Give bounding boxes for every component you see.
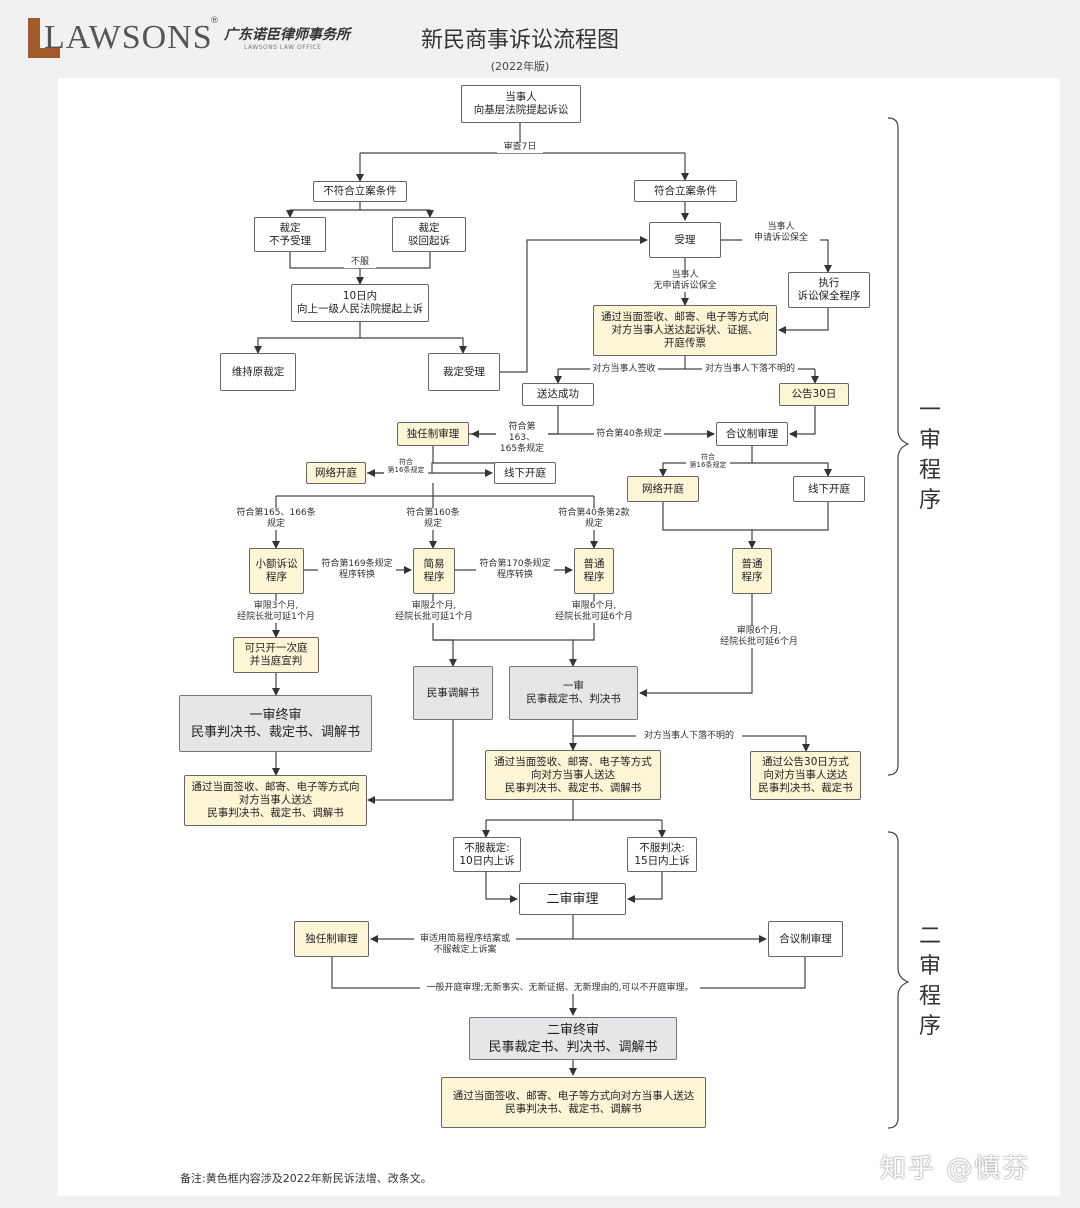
node-ordinary-procedure-right: 普通 程序 xyxy=(732,548,772,594)
label-article-163: 符合第163、 165条规定 xyxy=(496,422,548,455)
label-opponent-unknown-2: 对方当事人下落不明的 xyxy=(636,731,742,742)
node-appeal-10-days: 10日内 向上一级人民法院提起上诉 xyxy=(291,284,429,322)
page-subtitle: (2022年版) xyxy=(490,60,550,73)
node-offline-hearing-right: 线下开庭 xyxy=(793,476,865,502)
logo-english-name: LAWSONS LAW OFFICE xyxy=(244,44,322,51)
paper-background xyxy=(58,78,1060,1196)
node-online-hearing-right: 网络开庭 xyxy=(627,476,699,502)
node-simple-procedure: 简易 程序 xyxy=(413,548,455,594)
node-serve-announcement: 通过公告30日方式 向对方当事人送达 民事判决书、裁定书 xyxy=(750,751,861,800)
node-online-hearing-left: 网络开庭 xyxy=(306,462,366,484)
node-start: 当事人 向基层法院提起诉讼 xyxy=(461,85,581,123)
node-final-second-instance: 二审终审 民事裁定书、判决书、调解书 xyxy=(469,1017,677,1060)
node-dismiss: 裁定 驳回起诉 xyxy=(392,217,466,252)
node-accept: 受理 xyxy=(649,222,721,258)
node-ordinary-procedure-left: 普通 程序 xyxy=(574,548,614,594)
node-serve-final: 通过当面签收、邮寄、电子等方式向对方当事人送达 民事判决书、裁定书、调解书 xyxy=(441,1077,706,1128)
law-firm-logo: LAWSONS ® 广东诺臣律师事务所 LAWSONS LAW OFFICE xyxy=(28,16,358,66)
logo-chinese-name: 广东诺臣律师事务所 xyxy=(224,27,350,43)
node-reject-accept: 裁定 不予受理 xyxy=(254,217,326,252)
node-appeal-ruling: 不服裁定: 10日内上诉 xyxy=(453,837,521,872)
label-article-170: 符合第170条规定 程序转换 xyxy=(476,559,554,581)
label-opponent-signed: 对方当事人签收 xyxy=(590,364,658,375)
label-article-40: 符合第40条规定 xyxy=(594,429,664,440)
node-mediation: 民事调解书 xyxy=(413,666,493,720)
node-qualified: 符合立案条件 xyxy=(634,180,737,202)
node-sole-judge: 独任制审理 xyxy=(397,422,469,446)
node-final-first-instance: 一审终审 民事判决书、裁定书、调解书 xyxy=(179,695,372,752)
watermark: 知乎 @慎芬 xyxy=(880,1154,1031,1184)
label-limit-6-months-left: 审限6个月, 经院长批可延6个月 xyxy=(552,601,636,623)
label-simple-appeal: 审适用简易程序结案或 不服裁定上诉案 xyxy=(414,934,516,956)
node-serve-documents: 通过当面签收、邮寄、电子等方式向 对方当事人送达起诉状、证据、 开庭传票 xyxy=(593,305,777,356)
node-panel: 合议制审理 xyxy=(716,422,788,446)
label-article-160: 符合第160条 规定 xyxy=(402,508,464,530)
label-no-preservation: 当事人 无申请诉讼保全 xyxy=(642,270,728,292)
label-article-165: 符合第165、166条 规定 xyxy=(234,508,318,530)
node-serve-middle: 通过当面签收、邮寄、电子等方式 向对方当事人送达 民事判决书、裁定书、调解书 xyxy=(485,750,661,800)
node-panel-second: 合议制审理 xyxy=(768,921,843,957)
label-opponent-unknown: 对方当事人下落不明的 xyxy=(702,364,798,375)
section-second-instance: 二 审 程 序 xyxy=(918,924,941,1039)
node-order-accept: 裁定受理 xyxy=(428,353,500,391)
node-announce-30-days: 公告30日 xyxy=(779,383,849,406)
node-sole-judge-second: 独任制审理 xyxy=(294,921,369,957)
label-limit-6-months-right: 审限6个月, 经院长批可延6个月 xyxy=(716,626,802,648)
node-served: 送达成功 xyxy=(522,383,594,406)
node-second-trial: 二审审理 xyxy=(519,883,626,915)
logo-mark-base xyxy=(28,48,60,58)
label-limit-3-months: 审限3个月, 经院长批可延1个月 xyxy=(234,601,318,623)
label-article-169: 符合第169条规定 程序转换 xyxy=(318,559,396,581)
node-not-qualified: 不符合立案条件 xyxy=(313,181,407,202)
node-uphold-ruling: 维持原裁定 xyxy=(220,353,296,391)
footer-note: 备注:黄色框内容涉及2022年新民诉法增、改条文。 xyxy=(180,1172,432,1185)
node-preservation: 执行 诉讼保全程序 xyxy=(788,272,870,308)
label-article-40-2: 符合第40条第2款 规定 xyxy=(556,508,632,530)
node-appeal-judgment: 不服判决: 15日内上诉 xyxy=(627,837,697,872)
label-no-hearing: 一般开庭审理;无新事实、无新证据、无新理由的,可以不开庭审理。 xyxy=(420,983,700,994)
node-first-instance: 一审 民事裁定书、判决书 xyxy=(509,666,638,720)
label-article-16-right: 符合 第16条规定 xyxy=(686,453,730,469)
registered-mark: ® xyxy=(210,16,219,26)
node-one-hearing: 可只开一次庭 并当庭宣判 xyxy=(233,637,319,673)
node-serve-left: 通过当面签收、邮寄、电子等方式向 对方当事人送达 民事判决书、裁定书、调解书 xyxy=(184,775,367,826)
label-review-7-days: 审查7日 xyxy=(497,142,543,153)
label-not-accept: 不服 xyxy=(344,257,376,268)
node-small-claims: 小额诉讼 程序 xyxy=(249,548,304,594)
label-article-16-left: 符合 第16条规定 xyxy=(384,458,428,474)
logo-wordmark: LAWSONS xyxy=(44,19,213,56)
page-title: 新民商事诉讼流程图 xyxy=(420,28,619,53)
node-offline-hearing-left: 线下开庭 xyxy=(494,462,556,484)
label-limit-2-months: 审限2个月, 经院长批可延1个月 xyxy=(392,601,476,623)
label-apply-preservation: 当事人 申请诉讼保全 xyxy=(742,222,820,244)
section-first-instance: 一 审 程 序 xyxy=(918,398,941,513)
